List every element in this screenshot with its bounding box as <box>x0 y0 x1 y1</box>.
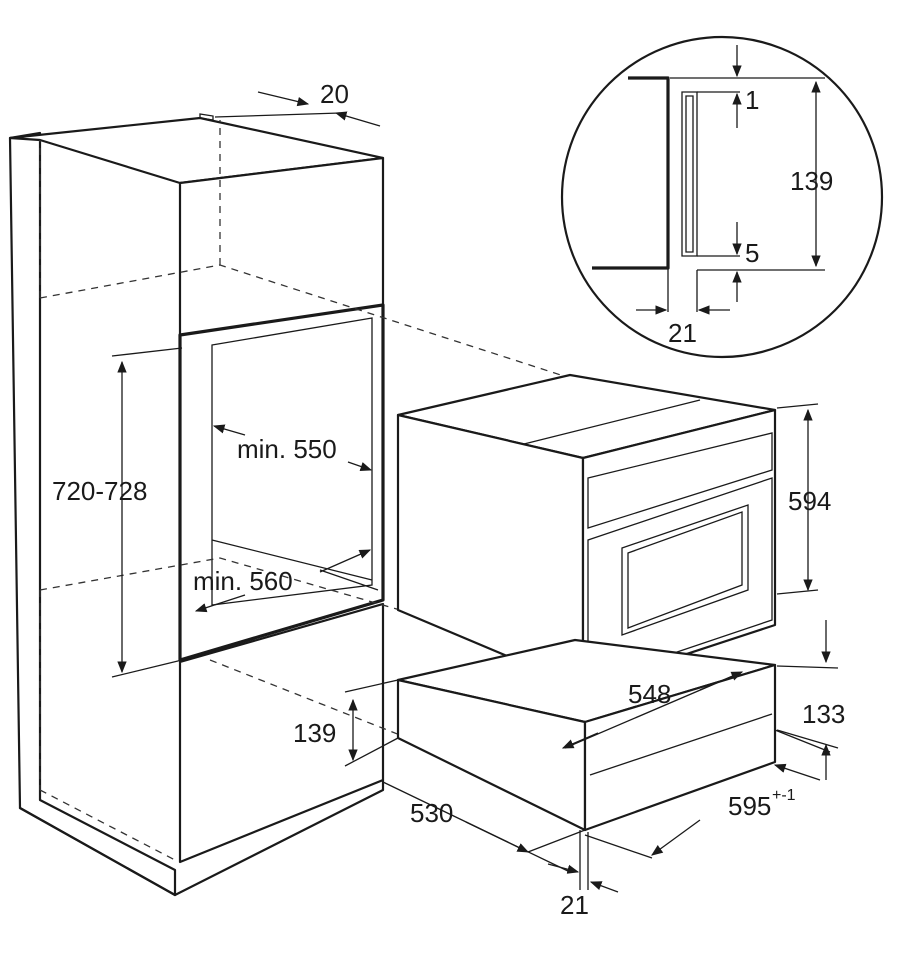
oven-front <box>581 408 777 690</box>
label-niche-depth: min. 560 <box>193 566 293 596</box>
label-overall-width-tolerance: +-1 <box>772 787 796 804</box>
warming-drawer <box>396 638 777 832</box>
label-detail-height: 139 <box>790 166 833 196</box>
label-top-depth: 20 <box>320 79 349 109</box>
oven-window <box>621 504 749 636</box>
label-niche-width: min. 550 <box>237 434 337 464</box>
oven-door <box>587 477 773 683</box>
label-niche-height: 720-728 <box>52 476 147 506</box>
detail-circle <box>560 35 884 359</box>
drawer-front <box>583 663 777 832</box>
oven-control-panel <box>587 432 773 529</box>
compact-oven <box>396 373 777 690</box>
dimension-lines <box>111 91 839 893</box>
niche-frame <box>178 303 385 662</box>
label-oven-height: 594 <box>788 486 831 516</box>
label-side-offset: 21 <box>560 890 589 920</box>
label-detail-offset: 21 <box>668 318 697 348</box>
label-cabinet-depth: 530 <box>410 798 453 828</box>
tall-cabinet <box>8 113 571 897</box>
label-detail-gap-top: 1 <box>745 85 759 115</box>
detail-view <box>560 35 884 359</box>
niche-inner <box>211 317 373 606</box>
label-drawer-front-height: 139 <box>293 718 336 748</box>
cabinet-side-panel <box>8 131 177 897</box>
label-overall-width: 595 <box>728 791 771 821</box>
label-drawer-height: 133 <box>802 699 845 729</box>
label-oven-depth: 548 <box>628 679 671 709</box>
dimension-labels: 20 720-728 min. 550 min. 560 139 530 21 … <box>52 79 845 920</box>
label-detail-gap-bottom: 5 <box>745 238 759 268</box>
